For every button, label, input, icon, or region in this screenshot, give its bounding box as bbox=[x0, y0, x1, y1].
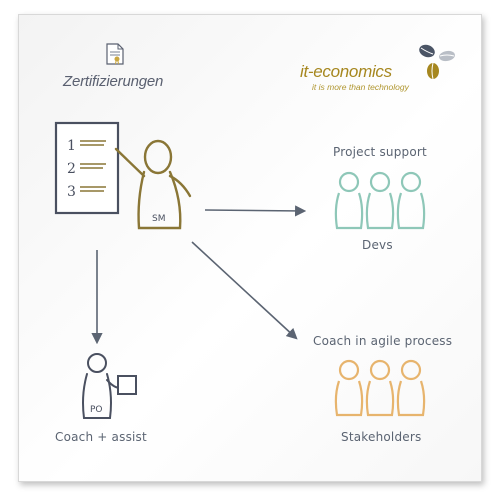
logo-tagline: it is more than technology bbox=[312, 82, 409, 92]
scrum-master-figure bbox=[114, 139, 192, 230]
devs-label: Devs bbox=[362, 238, 393, 252]
slide-card bbox=[18, 14, 482, 482]
arrow-to-devs bbox=[204, 205, 307, 217]
board-number-1: 1 bbox=[67, 138, 76, 154]
devs-group bbox=[334, 171, 426, 230]
devs-heading: Project support bbox=[333, 145, 427, 159]
arrow-to-stakeholders bbox=[191, 241, 298, 340]
coffee-beans-icon bbox=[419, 44, 455, 80]
product-owner-figure bbox=[82, 353, 137, 419]
stakeholders-label: Stakeholders bbox=[341, 430, 421, 444]
product-owner-label: PO bbox=[90, 405, 103, 415]
scrum-master-label: SM bbox=[152, 214, 165, 224]
logo-name: it-economics bbox=[300, 62, 392, 81]
stakeholders-group bbox=[334, 359, 426, 417]
board-number-3: 3 bbox=[67, 184, 76, 200]
certificate-title: Zertifizierungen bbox=[63, 73, 164, 90]
whiteboard: 1 2 3 bbox=[54, 121, 120, 215]
product-owner-caption: Coach + assist bbox=[55, 430, 147, 444]
stakeholders-heading: Coach in agile process bbox=[313, 334, 452, 348]
board-number-2: 2 bbox=[67, 161, 76, 177]
document-certificate-icon bbox=[106, 43, 124, 65]
